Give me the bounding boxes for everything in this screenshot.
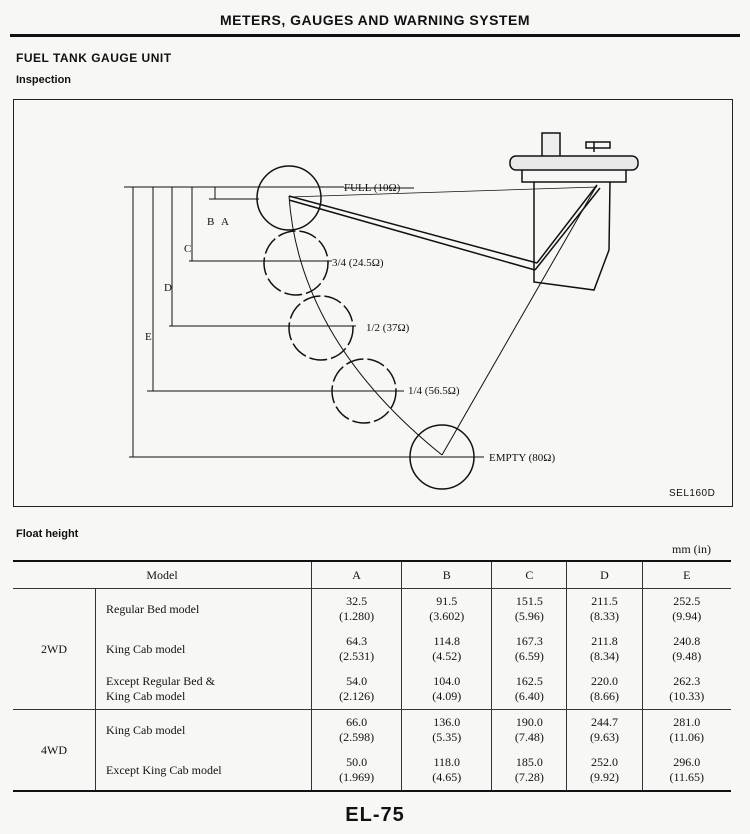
value-cell: 151.5(5.96) bbox=[491, 588, 568, 629]
value-cell: 54.0(2.126) bbox=[310, 669, 403, 710]
float-height-table: Model A B C D E 2WD Regular Bed model 32… bbox=[13, 560, 731, 792]
model-cell: Except King Cab model bbox=[95, 750, 312, 791]
reference-lines bbox=[124, 186, 484, 458]
value-cell: 244.7(9.63) bbox=[566, 709, 643, 750]
group-4wd: 4WD bbox=[13, 709, 96, 791]
dim-d-label: D bbox=[164, 282, 172, 294]
dimension-lines bbox=[132, 187, 216, 457]
value-cell: 185.0(7.28) bbox=[491, 750, 568, 791]
header-model: Model bbox=[13, 561, 312, 589]
float-arm bbox=[288, 184, 601, 456]
value-cell: 262.3(10.33) bbox=[641, 669, 731, 710]
value-cell: 32.5(1.280) bbox=[310, 588, 403, 629]
figure-code: SEL160D bbox=[669, 488, 715, 499]
dim-b-label: B bbox=[207, 216, 214, 228]
dim-e-label: E bbox=[145, 331, 152, 343]
header-d: D bbox=[566, 561, 643, 589]
table-header-row: Model A B C D E bbox=[13, 561, 731, 589]
value-cell: 91.5(3.602) bbox=[401, 588, 493, 629]
table-row: Except King Cab model 50.0(1.969) 118.0(… bbox=[13, 750, 731, 791]
value-cell: 167.3(6.59) bbox=[491, 629, 568, 669]
header-e: E bbox=[641, 561, 731, 589]
header-a: A bbox=[310, 561, 403, 589]
subsection-title: Inspection bbox=[16, 74, 72, 86]
value-cell: 104.0(4.09) bbox=[401, 669, 493, 710]
group-2wd: 2WD bbox=[13, 588, 96, 710]
value-cell: 211.5(8.33) bbox=[566, 588, 643, 629]
page-header: METERS, GAUGES AND WARNING SYSTEM bbox=[10, 12, 740, 37]
leader-lines bbox=[344, 187, 484, 458]
float-three-quarter bbox=[263, 230, 329, 296]
section-title: FUEL TANK GAUGE UNIT bbox=[16, 51, 172, 65]
value-cell: 50.0(1.969) bbox=[310, 750, 403, 791]
value-cell: 240.8(9.48) bbox=[641, 629, 731, 669]
value-cell: 296.0(11.65) bbox=[641, 750, 731, 791]
dim-c-label: C bbox=[184, 243, 191, 255]
float-height-title: Float height bbox=[16, 528, 79, 540]
value-cell: 118.0(4.65) bbox=[401, 750, 493, 791]
label-full: FULL (10Ω) bbox=[344, 182, 401, 194]
sender-unit bbox=[509, 132, 639, 291]
value-cell: 190.0(7.48) bbox=[491, 709, 568, 750]
value-cell: 64.3(2.531) bbox=[310, 629, 403, 669]
page-number: EL-75 bbox=[345, 804, 405, 826]
header-c: C bbox=[491, 561, 568, 589]
value-cell: 162.5(6.40) bbox=[491, 669, 568, 710]
unit-note: mm (in) bbox=[672, 542, 711, 556]
model-cell: Except Regular Bed &King Cab model bbox=[95, 669, 312, 710]
page-header-title: METERS, GAUGES AND WARNING SYSTEM bbox=[219, 12, 530, 28]
float-arc bbox=[288, 195, 443, 456]
label-quarter: 1/4 (56.5Ω) bbox=[408, 385, 460, 397]
model-cell: King Cab model bbox=[95, 709, 312, 750]
float-full bbox=[256, 165, 322, 231]
value-cell: 114.8(4.52) bbox=[401, 629, 493, 669]
float-half bbox=[288, 295, 354, 361]
dim-a-label: A bbox=[221, 216, 229, 228]
table-row: 2WD Regular Bed model 32.5(1.280) 91.5(3… bbox=[13, 588, 731, 710]
value-cell: 252.5(9.94) bbox=[641, 588, 731, 629]
model-cell: Regular Bed model bbox=[95, 588, 312, 629]
table-row: 4WD King Cab model 66.0(2.598) 136.0(5.3… bbox=[13, 709, 731, 791]
value-cell: 136.0(5.35) bbox=[401, 709, 493, 750]
label-empty: EMPTY (80Ω) bbox=[489, 452, 555, 464]
gauge-unit-drawing: B A C D E FULL (10Ω) 3/4 (24.5Ω) 1/2 (37… bbox=[124, 132, 715, 499]
header-b: B bbox=[401, 561, 493, 589]
label-three-quarter: 3/4 (24.5Ω) bbox=[332, 257, 384, 269]
value-cell: 252.0(9.92) bbox=[566, 750, 643, 791]
value-cell: 211.8(8.34) bbox=[566, 629, 643, 669]
value-cell: 66.0(2.598) bbox=[310, 709, 403, 750]
value-cell: 281.0(11.06) bbox=[641, 709, 731, 750]
gauge-unit-diagram: B A C D E FULL (10Ω) 3/4 (24.5Ω) 1/2 (37… bbox=[13, 99, 733, 507]
table-row: Except Regular Bed &King Cab model 54.0(… bbox=[13, 669, 731, 710]
value-cell: 220.0(8.66) bbox=[566, 669, 643, 710]
table-row: King Cab model 64.3(2.531) 114.8(4.52) 1… bbox=[13, 629, 731, 669]
model-cell: King Cab model bbox=[95, 629, 312, 669]
label-half: 1/2 (37Ω) bbox=[366, 322, 410, 334]
